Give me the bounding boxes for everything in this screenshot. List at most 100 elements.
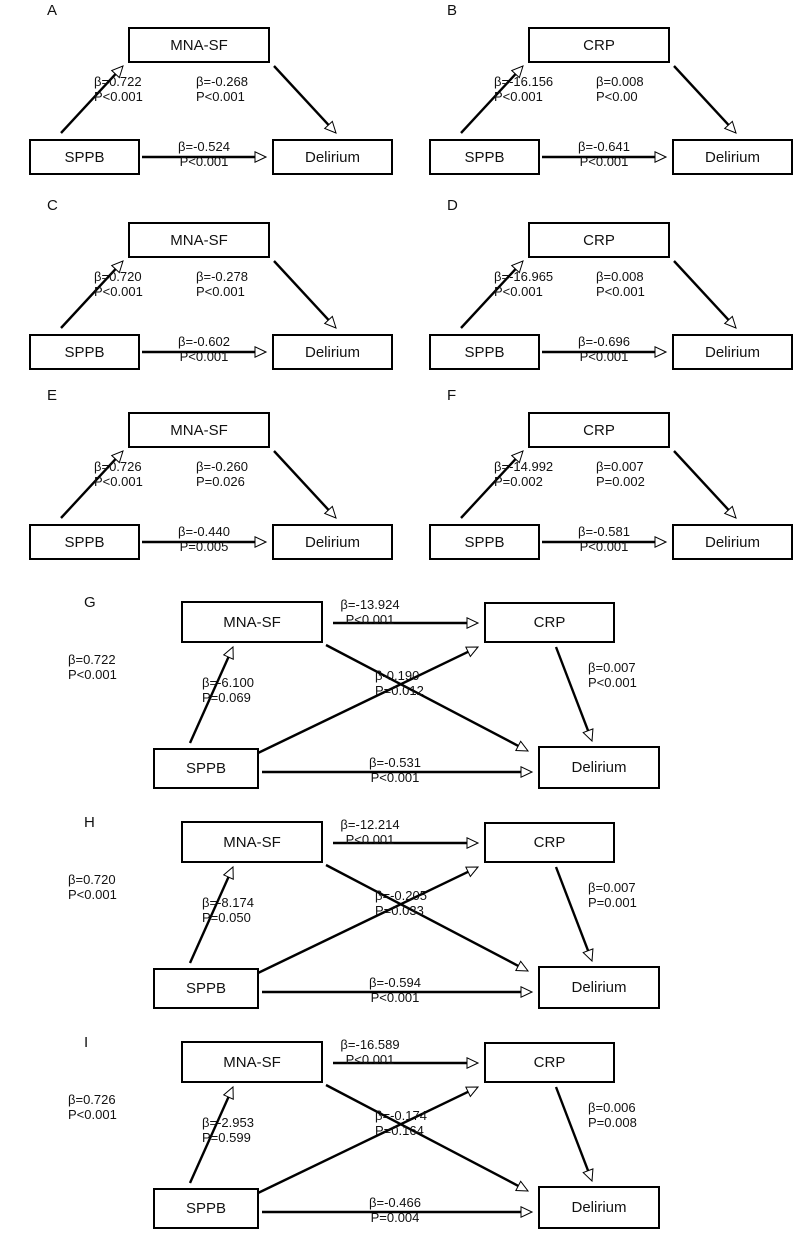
arrow-source-to-mediator xyxy=(460,458,517,519)
p-value: P<0.001 xyxy=(179,349,229,364)
p-value: P<0.001 xyxy=(370,990,420,1005)
node-mediator: MNA-SF xyxy=(128,412,270,448)
panel-letter: D xyxy=(447,197,458,214)
arrow-crp-to-delirium xyxy=(554,866,590,952)
node-outcome: Delirium xyxy=(672,334,793,370)
arrow-mediator-to-outcome xyxy=(673,65,730,126)
p-value: P<0.001 xyxy=(94,474,143,489)
node-mediator-crp: CRP xyxy=(484,822,615,863)
node-label: SPPB xyxy=(64,343,105,361)
arrow-sppb-to-mna xyxy=(188,1096,230,1184)
node-source: SPPB xyxy=(429,334,540,370)
beta-value: β=0.720 xyxy=(94,269,142,284)
arrow-mna-to-crp-head xyxy=(466,1057,480,1069)
node-source: SPPB xyxy=(153,968,259,1009)
p-value: P<0.001 xyxy=(196,89,245,104)
arrow-crp-to-delirium-head xyxy=(582,728,594,743)
node-source: SPPB xyxy=(29,139,140,175)
p-value: P<0.001 xyxy=(588,675,637,690)
panel-letter: F xyxy=(447,387,457,404)
node-label: Delirium xyxy=(571,759,627,776)
arrow-source-to-outcome-head xyxy=(254,346,268,358)
p-value: P=0.012 xyxy=(375,683,424,698)
arrow-mna-to-delirium-head xyxy=(515,1180,530,1192)
arrow-mediator-to-outcome xyxy=(673,260,730,321)
arrow-source-to-outcome-head xyxy=(254,151,268,163)
beta-value: β=-12.214 xyxy=(340,817,400,832)
beta-value: β=-16.156 xyxy=(494,74,554,89)
node-label: Delirium xyxy=(304,343,360,361)
arrow-source-to-mediator xyxy=(60,268,117,329)
arrow-sppb-to-delirium-head xyxy=(520,766,534,778)
arrow-source-to-mediator-head xyxy=(110,260,124,274)
arrow-sppb-to-mna xyxy=(188,876,230,964)
arrow-source-to-outcome-head xyxy=(254,536,268,548)
panel-letter: C xyxy=(47,197,58,214)
beta-value: β=0.726 xyxy=(68,1092,116,1107)
panel-letter: A xyxy=(47,2,58,19)
p-value: P<0.001 xyxy=(345,612,395,627)
node-label: Delirium xyxy=(571,1199,627,1216)
beta-value: β=-0.581 xyxy=(578,524,630,539)
p-value: P=0.026 xyxy=(196,474,245,489)
arrow-sppb-to-crp xyxy=(257,870,469,975)
arrow-source-to-mediator-head xyxy=(510,450,524,464)
node-label: MNA-SF xyxy=(170,231,228,249)
node-label: SPPB xyxy=(464,343,505,361)
beta-value: β=-0.594 xyxy=(369,975,421,990)
beta-value: β=-0.466 xyxy=(369,1195,421,1210)
p-value: P=0.164 xyxy=(375,1123,424,1138)
path-arrows xyxy=(60,450,337,548)
p-value: P=0.002 xyxy=(596,474,645,489)
beta-value: β=0.007 xyxy=(588,880,636,895)
arrow-mediator-to-outcome xyxy=(273,260,330,321)
node-label: MNA-SF xyxy=(223,833,281,851)
arrow-mediator-to-outcome-head xyxy=(323,315,337,329)
beta-value: β=-0.268 xyxy=(196,74,248,89)
node-label: Delirium xyxy=(704,148,760,166)
arrow-source-to-mediator-head xyxy=(110,450,124,464)
node-outcome: Delirium xyxy=(272,524,393,560)
arrow-crp-to-delirium-head xyxy=(582,948,594,963)
arrow-crp-to-delirium-head xyxy=(582,1168,594,1183)
node-label: SPPB xyxy=(64,148,105,166)
beta-value: β=-0.602 xyxy=(178,334,230,349)
node-label: CRP xyxy=(533,1054,566,1071)
p-value: P<0.001 xyxy=(596,284,645,299)
arrow-source-to-mediator-head xyxy=(510,260,524,274)
beta-value: β=0.006 xyxy=(588,1100,636,1115)
beta-value: β=-13.924 xyxy=(340,597,400,612)
arrow-sppb-to-crp xyxy=(257,1090,469,1195)
arrow-mna-to-crp-head xyxy=(466,837,480,849)
arrow-sppb-to-mna-head xyxy=(222,1085,234,1100)
p-value: P<0.001 xyxy=(494,284,543,299)
p-value: P<0.001 xyxy=(579,154,629,169)
node-label: MNA-SF xyxy=(170,36,228,54)
beta-value: β=-0.174 xyxy=(375,1108,427,1123)
node-label: MNA-SF xyxy=(223,1053,281,1071)
arrow-sppb-to-crp-head xyxy=(465,1086,480,1098)
node-label: CRP xyxy=(583,231,615,249)
arrow-source-to-outcome-head xyxy=(654,346,668,358)
node-mediator: CRP xyxy=(528,27,670,63)
p-value: P<0.001 xyxy=(94,284,143,299)
beta-value: β=0.007 xyxy=(596,459,644,474)
node-label: CRP xyxy=(583,36,615,54)
